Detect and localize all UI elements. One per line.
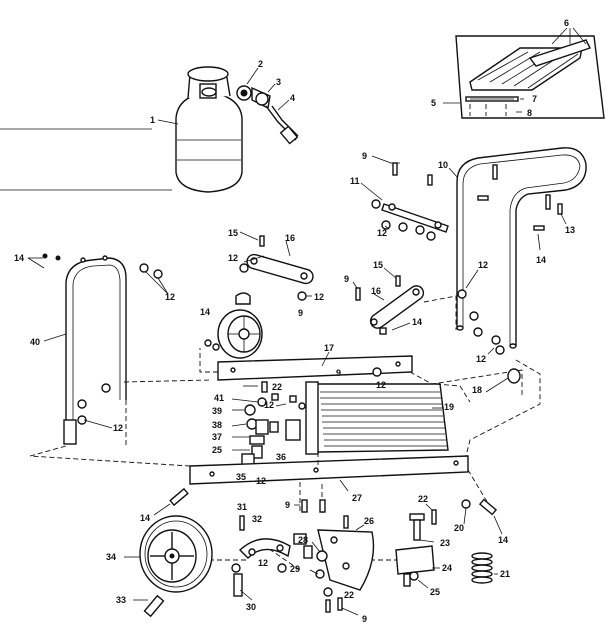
axle-bracket [309, 515, 375, 613]
callout-40: 40 [30, 337, 40, 347]
callout-14-left: 14 [14, 253, 24, 263]
callout-12-valve-low: 12 [256, 476, 266, 486]
upper-crossbar [217, 351, 413, 381]
callout-14-lower-right: 14 [498, 535, 508, 545]
callout-12-link: 12 [228, 253, 238, 263]
callout-33: 33 [116, 595, 126, 605]
callout-13: 13 [565, 225, 575, 235]
callout-labels: 1 2 3 4 5 6 7 8 8 9 9 9 9 9 9 10 11 12 1… [14, 18, 575, 624]
callout-6: 6 [564, 18, 569, 28]
right-fasteners [457, 203, 567, 393]
callout-25-brake: 25 [430, 587, 440, 597]
callout-22-brake: 22 [418, 494, 428, 504]
callout-17: 17 [324, 343, 334, 353]
callout-14-wheel: 14 [200, 307, 210, 317]
callout-9-top: 9 [362, 151, 367, 161]
callout-12-right-bottom: 12 [476, 354, 486, 364]
link-bar-upper [239, 231, 314, 301]
callout-12-link-right: 12 [314, 292, 324, 302]
wheel-lower [124, 515, 213, 618]
main-frame [189, 455, 469, 492]
callout-29: 29 [290, 564, 300, 574]
callout-7: 7 [532, 94, 537, 104]
callout-10: 10 [438, 160, 448, 170]
bracket-11 [360, 155, 551, 241]
handle-right [448, 147, 587, 349]
callout-25-valve: 25 [212, 445, 222, 455]
callout-41: 41 [214, 393, 224, 403]
callout-27: 27 [352, 493, 362, 503]
callout-38: 38 [212, 420, 222, 430]
callout-9-wheel: 9 [298, 308, 303, 318]
callout-9-frame: 9 [285, 500, 290, 510]
axle-clip [231, 515, 313, 601]
callout-15-upper: 15 [228, 228, 238, 238]
callout-39: 39 [212, 406, 222, 416]
heater-grille [305, 381, 449, 455]
callout-23: 23 [440, 538, 450, 548]
callout-16-upper: 16 [285, 233, 295, 243]
callout-9-link: 9 [344, 274, 349, 284]
callout-22-valve: 22 [272, 382, 282, 392]
callout-28: 28 [298, 535, 308, 545]
callout-12-axle: 12 [258, 558, 268, 568]
callout-35: 35 [236, 472, 246, 482]
handle-left [27, 253, 169, 445]
callout-20: 20 [454, 523, 464, 533]
callout-21: 21 [500, 569, 510, 579]
callout-9-bottom: 9 [362, 614, 367, 624]
lower-fasteners [153, 487, 503, 616]
callout-12-left-bottom: 12 [113, 423, 123, 433]
callout-16-mid: 16 [371, 286, 381, 296]
callout-12-deck: 12 [376, 380, 386, 390]
link-bar-middle [352, 267, 425, 335]
callout-12-right-top: 12 [478, 260, 488, 270]
propane-tank [0, 66, 243, 193]
callout-12-left-top: 12 [165, 292, 175, 302]
callout-36: 36 [276, 452, 286, 462]
brake-parts [395, 503, 440, 589]
callout-15-mid: 15 [373, 260, 383, 270]
callout-22-bracket: 22 [344, 590, 354, 600]
callout-26: 26 [364, 516, 374, 526]
callout-37: 37 [212, 432, 222, 442]
callout-14-mid: 14 [412, 317, 422, 327]
callout-12-valve: 12 [264, 400, 274, 410]
callout-2: 2 [258, 59, 263, 69]
callout-18: 18 [472, 385, 482, 395]
callout-5: 5 [431, 98, 436, 108]
callout-24: 24 [442, 563, 452, 573]
callout-9-deck: 9 [336, 368, 341, 378]
callout-34: 34 [106, 552, 116, 562]
callout-19: 19 [444, 402, 454, 412]
callout-3: 3 [276, 77, 281, 87]
callout-4: 4 [290, 93, 295, 103]
spring [471, 552, 498, 584]
callout-1: 1 [150, 115, 155, 125]
callout-11: 11 [350, 176, 360, 186]
callout-12-bracket: 12 [377, 228, 387, 238]
regulator-hose [236, 67, 299, 145]
valve-components [231, 381, 306, 469]
callout-31: 31 [237, 502, 247, 512]
callout-30: 30 [246, 602, 256, 612]
callout-8-mid: 8 [527, 108, 532, 118]
callout-32: 32 [252, 514, 262, 524]
callout-14-right: 14 [536, 255, 546, 265]
callout-14-lower-left: 14 [140, 513, 150, 523]
burner-assembly-inset [443, 27, 605, 119]
wheel-upper [204, 292, 263, 359]
